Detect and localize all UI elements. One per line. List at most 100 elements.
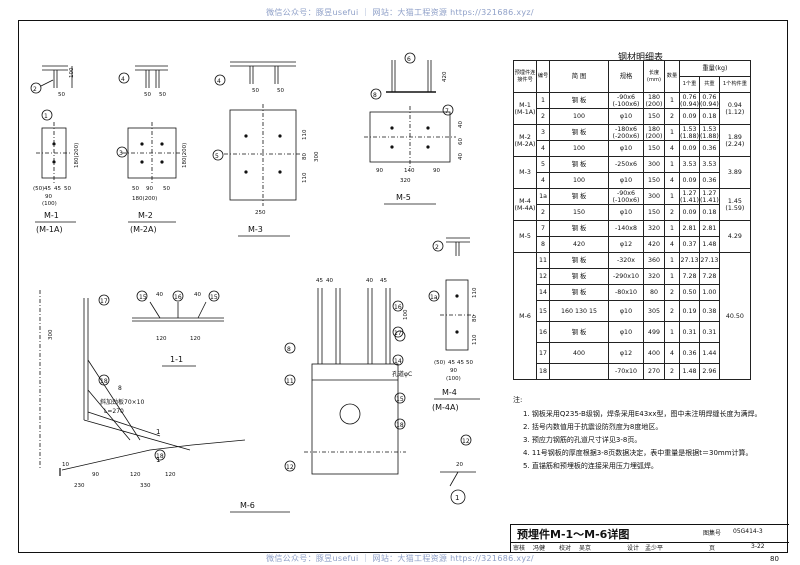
svg-text:8: 8 [118,385,122,392]
svg-text:16: 16 [394,304,402,311]
dim-50: 50 [58,92,65,98]
cell-qty: 1 [664,156,680,173]
cell-spec: -250x6 [608,156,644,173]
cell-length: 320 [643,268,665,285]
svg-text:40: 40 [326,278,333,284]
svg-text:120: 120 [190,336,201,342]
cell-total: 1.00 [698,284,720,301]
cell-sketch: 钢 板 [549,156,609,173]
note-item: 1. 钢板采用Q235-B级钢，焊条采用E43xx型，图中未注明焊缝长度为满焊。 [523,410,762,418]
cell-total: 2.96 [698,363,720,380]
svg-text:50: 50 [64,186,71,192]
cell-member: M-3 [513,156,537,189]
svg-text:180(200): 180(200) [132,196,157,202]
svg-text:12: 12 [462,438,470,445]
cell-unit: 2.81 [679,220,700,237]
svg-text:110: 110 [472,334,478,345]
svg-text:110: 110 [302,172,308,183]
svg-text:120: 120 [165,472,176,478]
callout-1: 1 [44,113,48,120]
cell-qty: 2 [664,204,680,221]
cell-sketch: 420 [549,236,609,253]
dim-180: 180(200) [74,143,80,168]
cell-unit: 0.31 [679,321,700,343]
svg-text:45: 45 [316,278,323,284]
page-code: 3-22 [751,543,765,550]
cell-spec: -290x10 [608,268,644,285]
callout-11: 11 [286,378,294,385]
cell-length: 400 [643,342,665,364]
svg-text:(50): (50) [434,360,445,366]
dim-100: 100 [69,67,75,78]
cell-sketch: 100 [549,140,609,157]
cell-qty: 1 [664,124,680,141]
cell-per: 4.29 [718,220,751,253]
svg-text:230: 230 [74,483,85,489]
note-item: 4. 11号钢板的厚度根据3-8页数据决定，表中重量是根据t＝30mm计算。 [523,449,753,457]
m6-side-view [39,290,246,476]
cell-sketch: 钢 板 [549,252,609,269]
cell-no: 4 [536,140,550,157]
cell-qty: 1 [664,188,680,205]
cell-spec: -80x10 [608,284,644,301]
cell-per: 3.89 [718,156,751,189]
cell-total: 3.53 [698,156,720,173]
cell-qty: 1 [664,268,680,285]
cell-unit: 0.09 [679,172,700,189]
svg-text:45: 45 [44,186,51,192]
cell-sketch: 钢 板 [549,220,609,237]
cell-unit: 0.37 [679,236,700,253]
stiffener-length: L=270 [104,408,124,415]
cell-qty: 2 [664,284,680,301]
label-m3: M-3 [248,225,263,234]
cell-sketch: 钢 板 [549,188,609,205]
cell-sketch: 钢 板 [549,268,609,285]
cell-no: 11 [536,252,550,269]
callout-4: 4 [121,76,125,83]
svg-text:110: 110 [472,287,478,298]
note-item: 2. 括号内数值用于抗震设防烈度为8度地区。 [523,423,663,431]
cell-member: M-2 (M-2A) [513,124,537,157]
col-unit: 1个重 [679,76,700,93]
watermark-top: 微信公众号：豚昱usefui ｜ 网站：大猫工程资源 https://32168… [266,8,534,17]
cell-sketch: 100 [549,172,609,189]
callout-3: 3 [119,150,123,157]
cell-total: 0.76 (0.94) [698,92,720,109]
cell-spec: -70x10 [608,363,644,380]
page-number: 80 [770,555,779,563]
cell-qty: 4 [664,236,680,253]
cell-per: 1.89 (2.24) [718,124,751,157]
detail-1-marker: 1 [455,494,459,502]
label-m6: M-6 [240,501,255,510]
cell-per: 0.94 (1.12) [718,92,751,125]
cell-total: 1.53 (1.88) [698,124,720,141]
svg-text:50: 50 [144,92,151,98]
cell-sketch: 160 130 15 [549,300,609,322]
cell-qty: 2 [664,300,680,322]
cell-no: 8 [536,236,550,253]
svg-text:90: 90 [146,186,153,192]
cell-no: 1 [536,92,550,109]
cell-spec: φ10 [608,140,644,157]
cell-member: M-1 (M-1A) [513,92,537,125]
svg-text:300: 300 [314,151,320,162]
svg-text:90: 90 [433,168,440,174]
cell-total: 0.36 [698,140,720,157]
callout-8: 8 [373,92,377,99]
svg-text:420: 420 [442,71,448,82]
cell-length: 420 [643,236,665,253]
cell-length: 270 [643,363,665,380]
cell-total: 1.27 (1.41) [698,188,720,205]
svg-text:18: 18 [100,378,108,385]
cell-sketch: 钢 板 [549,124,609,141]
svg-text:140: 140 [404,168,415,174]
cell-qty: 1 [664,321,680,343]
cell-total: 0.38 [698,300,720,322]
notes-head: 注: [513,396,523,404]
cell-no: 7 [536,220,550,237]
cell-total: 1.48 [698,236,720,253]
col-no: 编号 [536,60,550,93]
